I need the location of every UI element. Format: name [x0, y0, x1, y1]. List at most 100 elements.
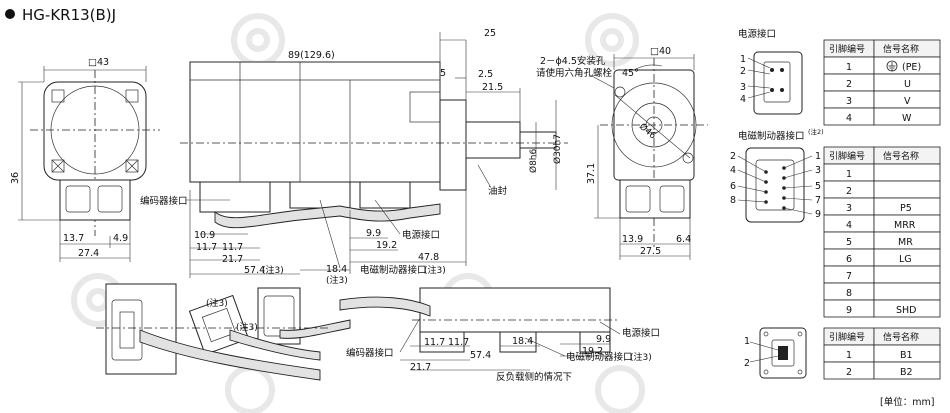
- brake-pin-left-6: 6: [730, 181, 736, 192]
- power-row-3-pin: 3: [846, 96, 852, 107]
- oil-seal-label: 油封: [488, 185, 508, 197]
- brake-row-6-signal: LG: [899, 254, 912, 265]
- side-note3-b: (注3): [262, 264, 284, 276]
- power-connector-title: 电源接口: [738, 28, 776, 40]
- bottom-d18-4: 18.4: [512, 336, 533, 347]
- side-d18-4: 18.4: [326, 264, 347, 275]
- side-d2-5: 2.5: [478, 69, 493, 80]
- side-d57-4: 57.4: [244, 265, 265, 276]
- bottom-note3-c: (注3): [630, 351, 652, 363]
- bottom-d11-7b: 11.7: [448, 337, 469, 348]
- bottom-left-view: [96, 283, 351, 381]
- flange-view: [589, 54, 708, 260]
- side-d10-9: 10.9: [194, 230, 215, 241]
- side-note3: (注3): [424, 264, 446, 276]
- brake-row-8-pin: 8: [846, 288, 852, 299]
- side-length-dim: 89(129.6): [288, 50, 335, 61]
- bottom-d9-9: 9.9: [596, 334, 611, 345]
- power-connector-icon: [747, 51, 803, 115]
- front-dim-right: 4.9: [113, 233, 128, 244]
- front-dim-bottom: 27.4: [78, 248, 99, 259]
- side-brake-label: 电磁制动器接口: [360, 264, 427, 276]
- b-row-1-signal: B1: [900, 350, 913, 361]
- b-table-col-signal: 信号名称: [883, 331, 919, 343]
- unit-label: [单位：mm]: [880, 396, 934, 408]
- bottom-power-label: 电源接口: [622, 327, 660, 339]
- b-row-2-signal: B2: [900, 367, 913, 378]
- b-pin-label-1: 1: [744, 336, 750, 347]
- power-pin-label-3: 3: [740, 82, 746, 93]
- brake-pin-right-1: 1: [815, 151, 821, 162]
- b-pin-label-2: 2: [744, 358, 750, 369]
- bottom-d11-7a: 11.7: [424, 337, 445, 348]
- power-row-2-signal: U: [904, 79, 911, 90]
- power-table-col-pin: 引脚编号: [829, 43, 865, 55]
- brake-row-4-signal: MRR: [894, 220, 916, 231]
- brake-row-5-pin: 5: [846, 237, 852, 248]
- side-flange-dim: 25: [484, 28, 496, 39]
- bottom-d19-2: 19.2: [582, 346, 603, 357]
- power-row-1-signal: (PE): [902, 62, 921, 73]
- front-height-dim: 36: [10, 172, 21, 184]
- flange-height-dim: 37.1: [586, 163, 597, 184]
- brake-row-7-pin: 7: [846, 271, 852, 282]
- front-dim-left: 13.7: [63, 233, 84, 244]
- brake-row-3-signal: P5: [900, 203, 912, 214]
- bottom-caption: 反负载侧的情况下: [496, 371, 572, 383]
- b-row-1-pin: 1: [846, 350, 852, 361]
- ground-icon: [886, 60, 898, 72]
- side-power-label: 电源接口: [402, 229, 440, 241]
- side-view: [180, 32, 568, 278]
- side-d47-8: 47.8: [418, 252, 439, 263]
- side-note3-c: (注3): [326, 274, 348, 286]
- brake-pin-right-9: 9: [815, 209, 821, 220]
- brake-table-col-signal: 信号名称: [883, 150, 919, 162]
- power-pin-label-1: 1: [740, 54, 746, 65]
- side-d19-2: 19.2: [376, 240, 397, 251]
- brake-pin-right-3: 3: [815, 165, 821, 176]
- side-d21-7: 21.7: [222, 254, 243, 265]
- flange-d13-9: 13.9: [622, 234, 643, 245]
- bottom-note3-a: (注3): [206, 297, 228, 309]
- brake-row-3-pin: 3: [846, 203, 852, 214]
- b-row-2-pin: 2: [846, 367, 852, 378]
- brake-row-2-pin: 2: [846, 186, 852, 197]
- power-row-1-pin: 1: [846, 62, 852, 73]
- brake-pin-right-7: 7: [815, 195, 821, 206]
- bottom-d57-4: 57.4: [470, 350, 491, 361]
- pilot-diameter: Ø30h7: [552, 134, 563, 164]
- power-pin-table: [823, 39, 941, 126]
- side-d9-9: 9.9: [366, 228, 381, 239]
- bottom-encoder-label: 编码器接口: [346, 347, 394, 359]
- brake-row-5-signal: MR: [898, 237, 913, 248]
- b-pin-table: [823, 327, 941, 380]
- brake-connector-note: (注2): [808, 127, 824, 136]
- side-d21-5: 21.5: [482, 82, 503, 93]
- bottom-note3-b: (注3): [236, 321, 258, 333]
- brake-pin-left-4: 4: [730, 165, 736, 176]
- bottom-right-view: [339, 287, 621, 371]
- front-square-dim: □43: [88, 57, 109, 68]
- title-bullet-icon: [5, 9, 15, 19]
- brake-row-9-signal: SHD: [896, 305, 917, 316]
- flange-d6-4: 6.4: [676, 234, 691, 245]
- brake-row-9-pin: 9: [846, 305, 852, 316]
- side-encoder-label: 编码器接口: [140, 195, 188, 207]
- brake-pin-left-8: 8: [730, 195, 736, 206]
- mount-hole-label-1: 2－ϕ4.5安装孔: [540, 55, 606, 67]
- power-table-col-signal: 信号名称: [883, 43, 919, 55]
- power-pin-label-4: 4: [740, 94, 746, 105]
- power-row-2-pin: 2: [846, 79, 852, 90]
- brake-pin-left-2: 2: [730, 151, 736, 162]
- front-view: [18, 66, 160, 262]
- brake-connector-icon: [737, 147, 813, 223]
- b-table-col-pin: 引脚编号: [829, 331, 865, 343]
- shaft-diameter: Ø8h6: [528, 148, 539, 173]
- b-connector-icon: [749, 327, 807, 379]
- bottom-brake-label: 电磁制动器接口: [566, 351, 633, 363]
- power-row-4-signal: W: [902, 113, 912, 124]
- brake-connector-title: 电磁制动器接口: [738, 130, 805, 142]
- brake-pin-table: [823, 146, 941, 318]
- brake-pin-right-5: 5: [815, 181, 821, 192]
